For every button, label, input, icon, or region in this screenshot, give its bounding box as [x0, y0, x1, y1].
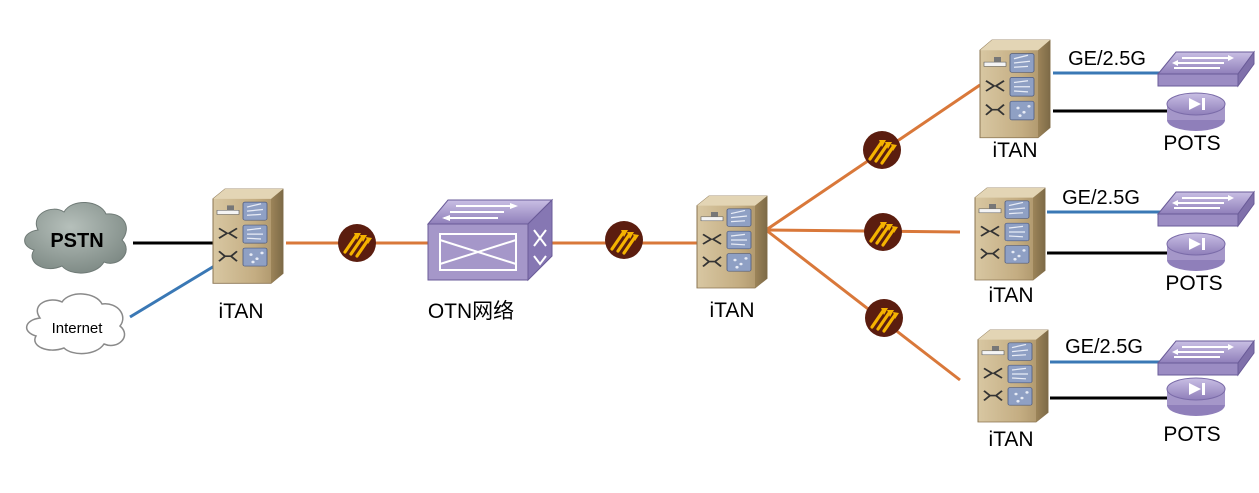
itan-device-icon: [696, 195, 768, 289]
itan-device-icon: [979, 39, 1051, 139]
fiber-link-mid: [765, 228, 961, 234]
itan-device-icon: [977, 329, 1049, 423]
ethernet-switch-icon: [1157, 340, 1255, 376]
pots-terminal-icon: [1166, 92, 1226, 132]
pstn-label: PSTN: [50, 230, 103, 252]
branch-mid: iTAN GE/2.5G POTS: [974, 187, 1255, 307]
ethernet-switch-icon: [1157, 51, 1255, 87]
pots-terminal-icon: [1166, 377, 1226, 417]
pots-terminal-icon: [1166, 232, 1226, 272]
ge-label-mid: GE/2.5G: [1062, 187, 1140, 209]
itan-center: iTAN: [696, 195, 768, 322]
otn-label: OTN网络: [428, 300, 514, 323]
optical-signal-icon: [861, 129, 903, 171]
branch-top: iTAN GE/2.5G POTS: [979, 39, 1255, 162]
optical-signal-icon: [863, 297, 905, 339]
pots-label-bottom: POTS: [1163, 423, 1220, 446]
fiber-link-bottom: [765, 228, 961, 382]
optical-signal-icon: [603, 219, 645, 261]
itan-top-label: iTAN: [992, 139, 1037, 162]
ge-label-top: GE/2.5G: [1068, 48, 1146, 70]
otn-network: OTN网络: [426, 198, 554, 323]
internet-link: [129, 263, 217, 319]
internet-cloud: Internet: [26, 293, 126, 355]
itan-left-label: iTAN: [218, 300, 263, 323]
pots-label-top: POTS: [1163, 132, 1220, 155]
pstn-cloud: PSTN: [24, 202, 127, 274]
branch-bottom: iTAN GE/2.5G POTS: [977, 329, 1255, 451]
ethernet-switch-icon: [1157, 191, 1255, 227]
itan-center-label: iTAN: [709, 299, 754, 322]
optical-signal-icon: [336, 222, 378, 264]
pots-label-mid: POTS: [1165, 272, 1222, 295]
itan-device-icon: [974, 187, 1046, 281]
itan-left: iTAN: [212, 188, 284, 323]
itan-bottom-label: iTAN: [988, 428, 1033, 451]
ge-label-bottom: GE/2.5G: [1065, 336, 1143, 358]
itan-mid-label: iTAN: [988, 284, 1033, 307]
internet-label: Internet: [52, 320, 104, 337]
otn-cross-connect-icon: [426, 198, 554, 282]
itan-device-icon: [212, 188, 284, 285]
optical-signal-icon: [862, 211, 904, 253]
